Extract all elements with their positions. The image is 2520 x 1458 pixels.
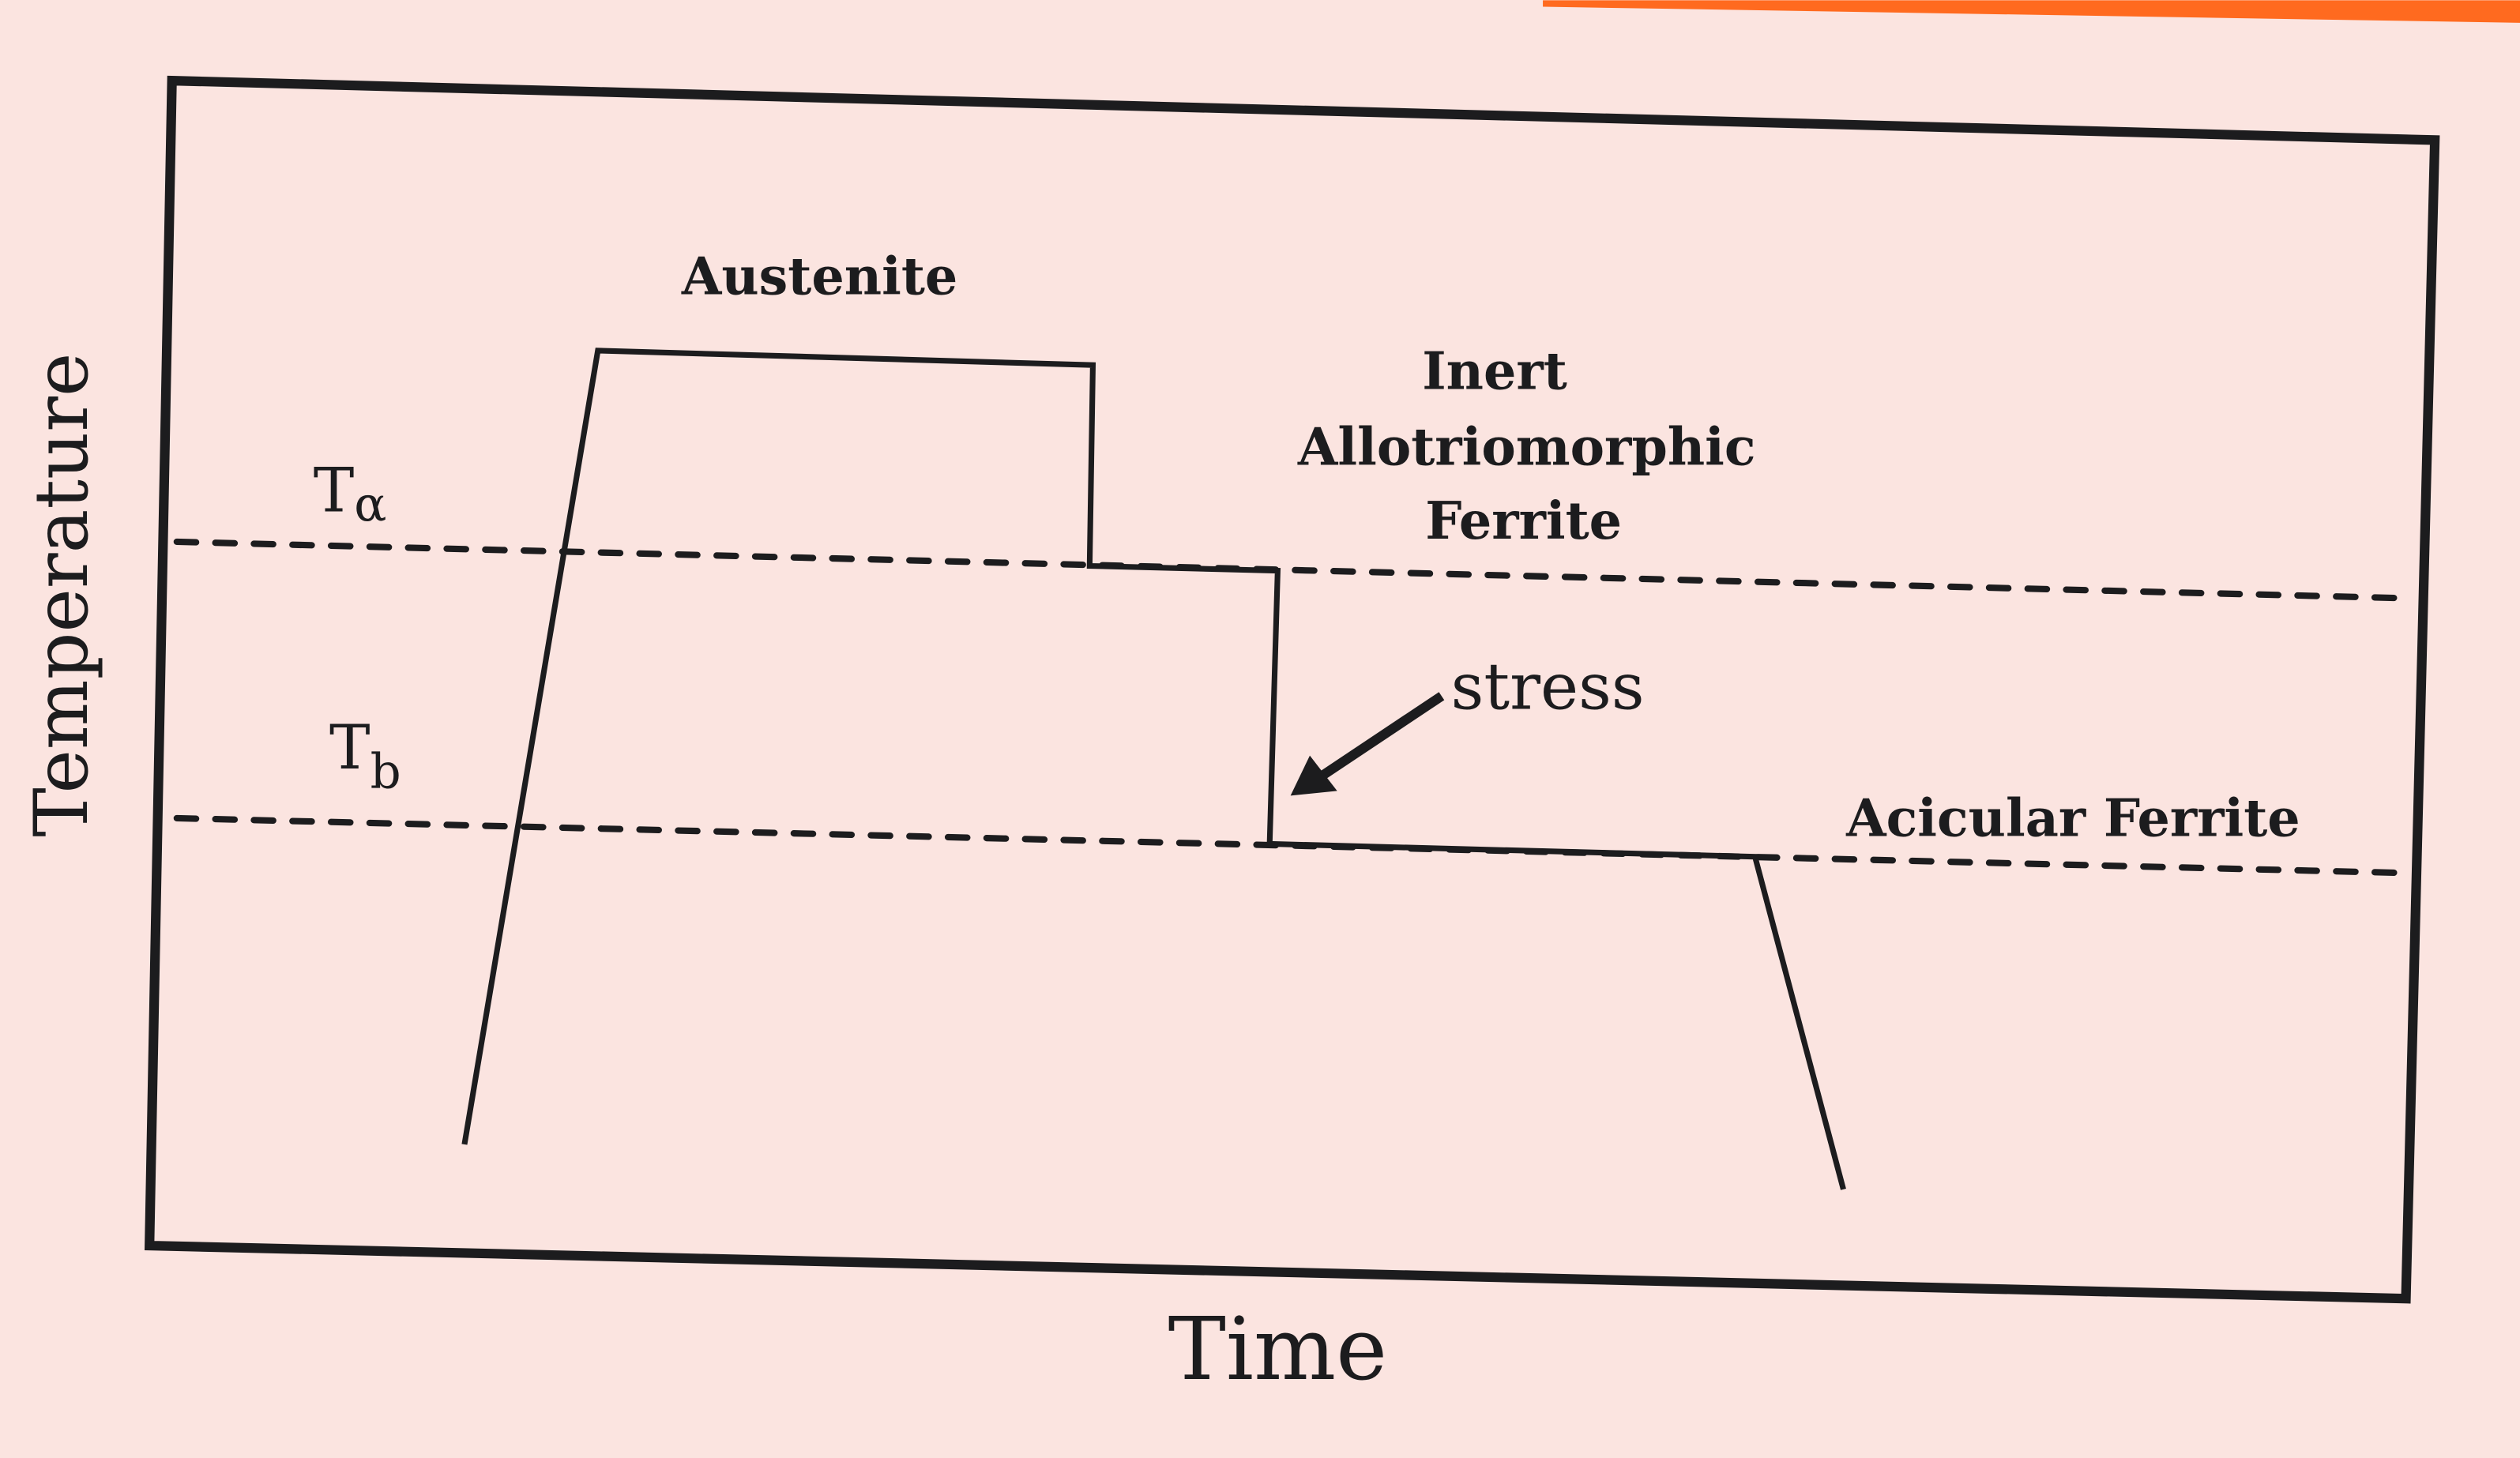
- label-austenite: Austenite: [681, 247, 958, 307]
- temperature-time-curve: [461, 348, 1846, 1190]
- label-ferrite: Ferrite: [1425, 491, 1622, 551]
- label-t-alpha: Tα: [314, 455, 387, 532]
- y-axis-label: Temperature: [19, 353, 105, 837]
- label-stress: stress: [1451, 650, 1645, 725]
- stress-arrow: [1290, 692, 1445, 796]
- t-alpha-dashed-line: [173, 538, 2402, 602]
- orange-strip: [1543, 0, 2520, 23]
- label-acicular-ferrite: Acicular Ferrite: [1845, 788, 2300, 848]
- diagram-frame: [144, 75, 2440, 1304]
- x-axis-label: Time: [1168, 1298, 1388, 1400]
- label-t-b: Tb: [329, 712, 401, 799]
- t-b-dashed-line: [173, 814, 2402, 877]
- label-inert: Inert: [1422, 342, 1567, 402]
- label-allotriomorphic: Allotriomorphic: [1297, 417, 1756, 477]
